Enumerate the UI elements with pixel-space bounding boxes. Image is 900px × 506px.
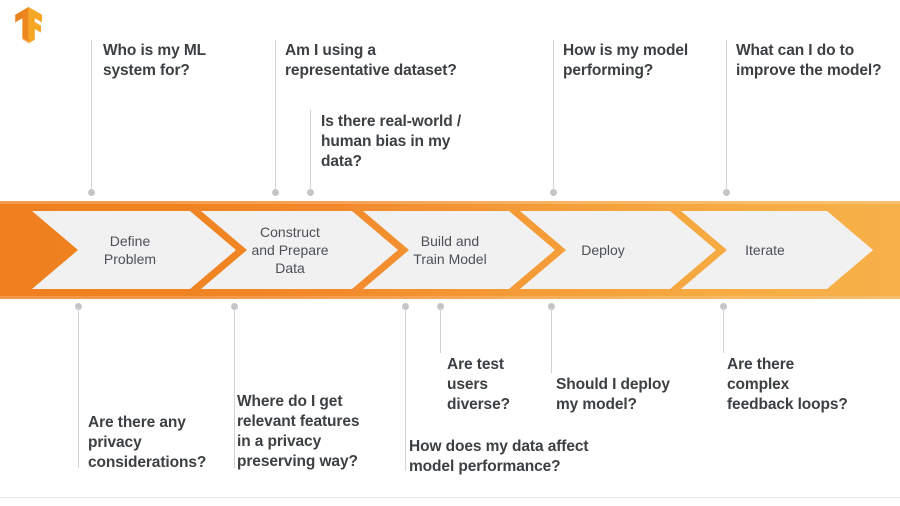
question-who-is-my-ml-system-for: Who is my ML system for? — [103, 42, 206, 79]
connector-line-real-world-human-bias — [310, 110, 311, 192]
step-label-iterate: Iterate — [745, 242, 785, 258]
connector-dot-who-is-my-ml-system-for — [88, 189, 95, 196]
step-label-construct-prepare-data: Construct and Prepare Data — [251, 224, 329, 276]
step-label-deploy: Deploy — [581, 242, 625, 258]
connector-line-relevant-features-privacy — [234, 308, 235, 468]
question-complex-feedback-loops: Are there complex feedback loops? — [727, 356, 848, 413]
connector-dot-data-affect-model-performance — [402, 303, 409, 310]
step-label-define-problem: Define Problem — [103, 233, 157, 267]
connector-dot-representative-dataset — [272, 189, 279, 196]
connector-line-complex-feedback-loops — [723, 308, 724, 353]
question-representative-dataset: Am I using a representative dataset? — [285, 42, 457, 79]
connector-line-data-affect-model-performance — [405, 308, 406, 471]
question-test-users-diverse: Are test users diverse? — [447, 356, 510, 413]
connector-dot-complex-feedback-loops — [720, 303, 727, 310]
connector-dot-should-i-deploy-my-model — [548, 303, 555, 310]
connector-line-test-users-diverse — [440, 308, 441, 353]
connector-line-representative-dataset — [275, 40, 276, 192]
connector-dot-privacy-considerations — [75, 303, 82, 310]
connector-line-improve-the-model — [726, 40, 727, 192]
question-relevant-features-privacy: Where do I get relevant features in a pr… — [237, 393, 360, 470]
footer-divider — [0, 497, 900, 498]
connector-dot-test-users-diverse — [437, 303, 444, 310]
step-label-build-train-model: Build and Train Model — [413, 233, 487, 267]
question-how-is-my-model-performing: How is my model performing? — [563, 42, 689, 79]
connector-dot-improve-the-model — [723, 189, 730, 196]
connector-line-should-i-deploy-my-model — [551, 308, 552, 373]
connector-dot-relevant-features-privacy — [231, 303, 238, 310]
question-improve-the-model: What can I do to improve the model? — [736, 42, 882, 79]
connector-dot-real-world-human-bias — [307, 189, 314, 196]
connector-line-privacy-considerations — [78, 308, 79, 468]
pipeline-chevrons — [32, 211, 873, 289]
question-data-affect-model-performance: How does my data affect model performanc… — [409, 438, 589, 475]
connector-line-how-is-my-model-performing — [553, 40, 554, 192]
question-privacy-considerations: Are there any privacy considerations? — [88, 414, 207, 471]
question-should-i-deploy-my-model: Should I deploy my model? — [556, 376, 670, 413]
connector-dot-how-is-my-model-performing — [550, 189, 557, 196]
question-real-world-human-bias: Is there real-world / human bias in my d… — [321, 113, 462, 170]
connector-line-who-is-my-ml-system-for — [91, 40, 92, 192]
tensorflow-logo-icon — [15, 7, 42, 44]
pipeline-bar: Define Problem Construct and Prepare Dat… — [0, 201, 900, 299]
